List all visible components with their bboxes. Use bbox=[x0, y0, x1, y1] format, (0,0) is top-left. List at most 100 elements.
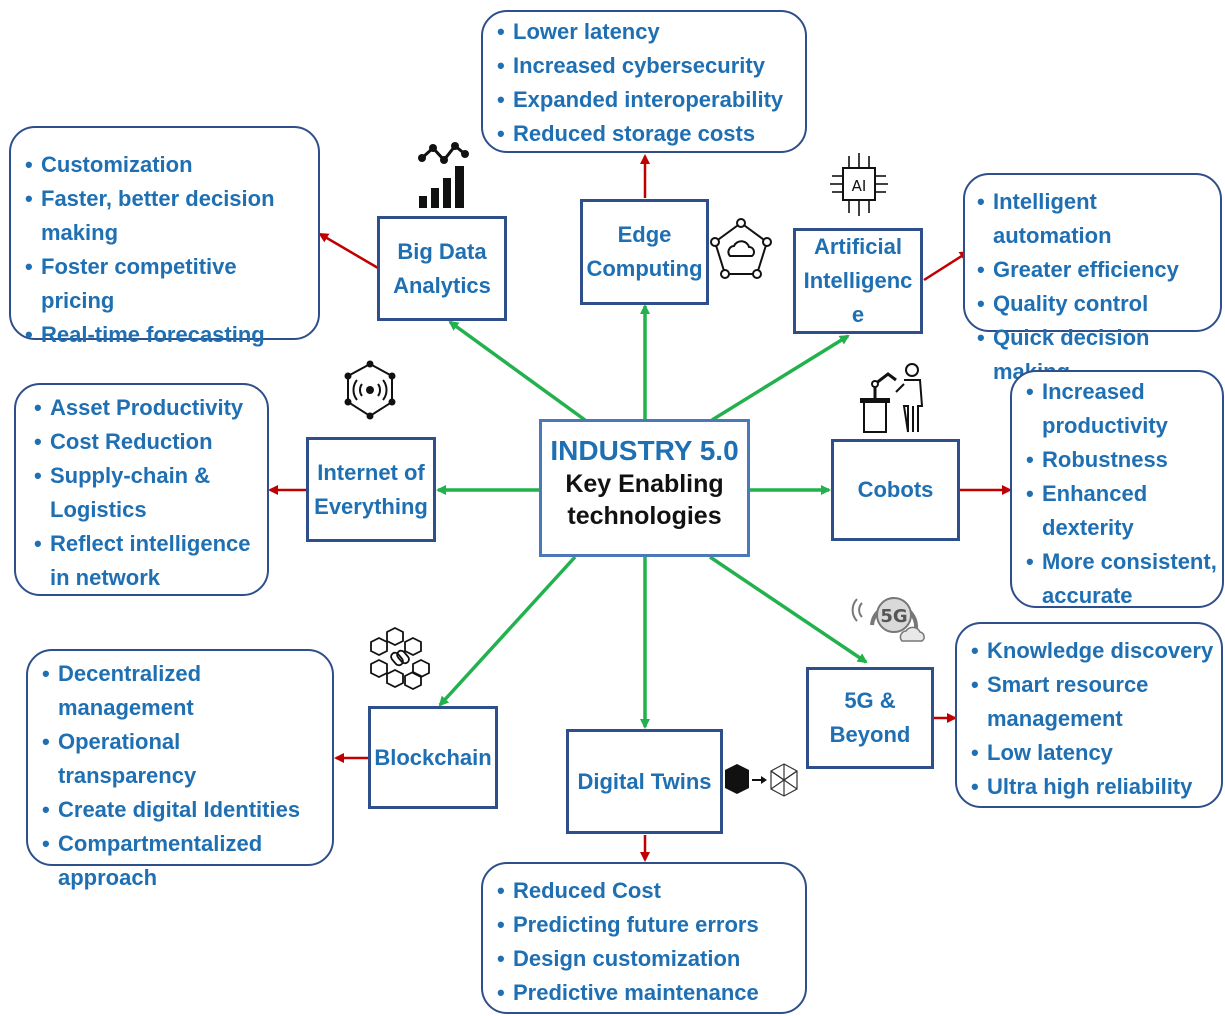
center-subtitle-line: technologies bbox=[567, 502, 722, 530]
benefit-item-line: Robustness bbox=[1042, 447, 1168, 472]
benefit-item: Increased productivity bbox=[1026, 375, 1218, 443]
node-label-line: Beyond bbox=[829, 722, 911, 747]
benefit-item-line: Predictive maintenance bbox=[513, 980, 759, 1005]
benefit-item-line: Logistics bbox=[50, 497, 147, 522]
benefit-item-line: Asset Productivity bbox=[50, 395, 244, 420]
digital-twin-icon bbox=[725, 763, 798, 797]
node-5g-beyond: 5G & Beyond bbox=[806, 667, 934, 769]
benefit-item-line: dexterity bbox=[1042, 515, 1134, 540]
arrow-to-big-data bbox=[448, 320, 587, 422]
cloud-network-icon bbox=[710, 218, 772, 279]
benefit-item-line: Reduced storage costs bbox=[513, 121, 756, 146]
node-label-line: Analytics bbox=[393, 272, 491, 298]
benefit-item: Decentralized management bbox=[42, 657, 322, 725]
node-blockchain: Blockchain bbox=[368, 706, 498, 809]
arrow-to-ai bbox=[711, 334, 850, 422]
benefit-item: Predictive maintenance bbox=[497, 976, 795, 1010]
node-label-line: Everything bbox=[314, 493, 428, 519]
node-label-line: Digital Twins bbox=[577, 768, 712, 794]
node-label-line: Internet of bbox=[317, 459, 425, 485]
benefit-item-line: Design customization bbox=[513, 946, 741, 971]
benefit-item: Real-time forecasting bbox=[25, 318, 308, 352]
benefit-item-line: Predicting future errors bbox=[513, 912, 759, 937]
iot-network-icon bbox=[344, 360, 396, 420]
benefit-item: Enhanced dexterity bbox=[1026, 477, 1218, 545]
benefit-item: Predicting future errors bbox=[497, 908, 795, 942]
center-subtitle-line: Key Enabling bbox=[565, 470, 724, 498]
node-label-line: Cobots bbox=[857, 477, 934, 502]
node-label-line: 5G & bbox=[844, 688, 896, 713]
benefit-item: Supply-chain &Logistics bbox=[34, 459, 257, 527]
node-label-line: Big Data bbox=[397, 238, 487, 264]
benefit-item-line: Enhanced bbox=[1042, 481, 1148, 506]
benefit-item: Customization bbox=[25, 148, 308, 182]
benefit-item-line: in network bbox=[50, 565, 161, 590]
node-label-line: Edge bbox=[617, 222, 672, 247]
benefit-item: Reduced storage costs bbox=[497, 117, 795, 151]
node-label-line: e bbox=[851, 302, 865, 327]
benefit-item: Expanded interoperability bbox=[497, 83, 795, 117]
benefits-blockchain: Decentralized managementOperational trans… bbox=[26, 649, 334, 890]
benefits-5g-beyond: Knowledge discoverySmart resource managem… bbox=[955, 622, 1223, 808]
arrow-to-blockchain bbox=[438, 555, 577, 707]
robot-arm-worker-icon bbox=[860, 363, 924, 433]
blockchain-icon bbox=[370, 626, 430, 690]
benefit-item: Reduced Cost bbox=[497, 874, 795, 908]
benefit-item: Foster competitive pricing bbox=[25, 250, 308, 318]
benefit-item-line: Increased bbox=[1042, 379, 1145, 404]
arrow-big-data-benefits bbox=[318, 232, 379, 270]
benefit-item-line: Compartmentalized bbox=[58, 831, 263, 856]
node-label-line: Artificial bbox=[813, 234, 902, 259]
benefit-item-line: Quality control bbox=[993, 291, 1149, 316]
benefits-digital-twins: Reduced CostPredicting future errorsDesi… bbox=[481, 862, 807, 1014]
node-label-line: Intelligenc bbox=[803, 268, 913, 293]
benefit-item-line: Knowledge discovery bbox=[987, 638, 1214, 663]
benefit-item-line: management bbox=[987, 706, 1123, 731]
benefit-item: Robustness bbox=[1026, 443, 1218, 477]
benefits-internet-of-everything: Asset ProductivityCost ReductionSupply-c… bbox=[14, 383, 269, 596]
benefit-item-line: management bbox=[58, 695, 194, 720]
benefit-item-line: More consistent, bbox=[1042, 549, 1217, 574]
benefit-item-line: Ultra high reliability bbox=[987, 774, 1193, 799]
benefits-edge-computing: Lower latencyIncreased cybersecurityExpa… bbox=[481, 10, 807, 153]
benefit-item-line: Reduced Cost bbox=[513, 878, 661, 903]
benefit-item: Ultra high reliability bbox=[971, 770, 1217, 804]
benefit-item: Design customization bbox=[497, 942, 795, 976]
benefit-item: Low latency bbox=[971, 736, 1217, 770]
5g-label: 5G bbox=[880, 606, 907, 627]
center-title: INDUSTRY 5.0 bbox=[550, 435, 739, 466]
benefit-item: Operational transparency bbox=[42, 725, 322, 793]
benefit-item: Smart resource management bbox=[971, 668, 1217, 736]
benefit-item-line: Smart resource bbox=[987, 672, 1149, 697]
center-node: INDUSTRY 5.0 Key Enabling technologies bbox=[539, 419, 750, 557]
benefit-item-line: Real-time forecasting bbox=[41, 322, 265, 347]
benefit-item-line: Faster, better decision bbox=[41, 186, 275, 211]
benefit-item-line: Customization bbox=[41, 152, 193, 177]
center-subtitle: Key Enabling technologies bbox=[542, 468, 747, 532]
benefit-item: Intelligent automation bbox=[977, 185, 1216, 253]
benefit-item-line: productivity bbox=[1042, 413, 1168, 438]
benefits-cobots: Increased productivityRobustnessEnhanced d… bbox=[1010, 370, 1224, 608]
chart-growth-icon bbox=[418, 142, 469, 208]
benefit-item: More consistent,accurate bbox=[1026, 545, 1218, 613]
benefit-item-line: Lower latency bbox=[513, 19, 660, 44]
benefit-item-line: Create digital Identities bbox=[58, 797, 301, 822]
arrow-to-5g bbox=[709, 555, 868, 664]
node-cobots: Cobots bbox=[831, 439, 960, 541]
benefit-item-line: Greater efficiency bbox=[993, 257, 1179, 282]
benefit-item: Faster, better decision making bbox=[25, 182, 308, 250]
benefit-item: Create digital Identities bbox=[42, 793, 322, 827]
benefit-item-line: Decentralized bbox=[58, 661, 202, 686]
benefit-item: Greater efficiency bbox=[977, 253, 1216, 287]
benefit-item-line: Cost Reduction bbox=[50, 429, 213, 454]
node-label-line: Blockchain bbox=[374, 744, 492, 770]
ai-chip-icon: AI bbox=[830, 153, 888, 216]
node-internet-of-everything: Internet of Everything bbox=[306, 437, 436, 542]
benefit-item: Cost Reduction bbox=[34, 425, 257, 459]
benefit-item-line: Low latency bbox=[987, 740, 1113, 765]
benefit-item-line: making bbox=[41, 220, 119, 245]
